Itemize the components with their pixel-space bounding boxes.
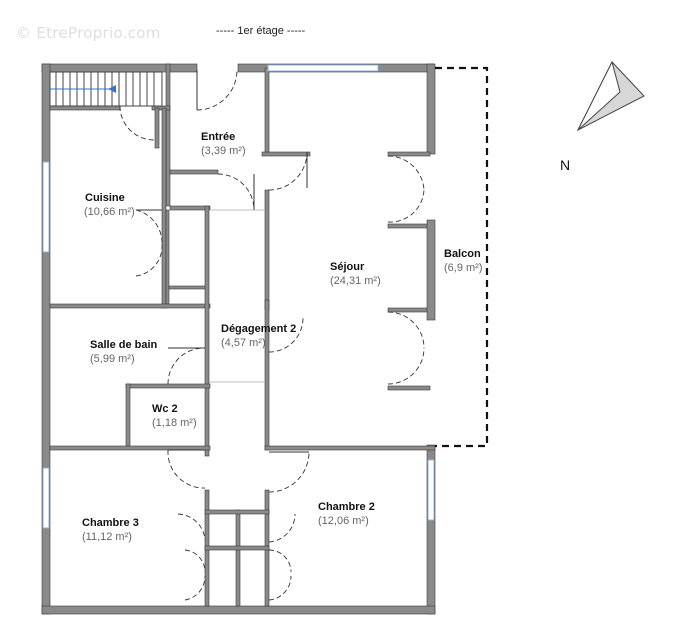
wall	[165, 209, 170, 307]
room-area: (3,39 m²)	[201, 145, 246, 157]
door-swing	[387, 189, 425, 223]
room-area: (10,66 m²)	[84, 206, 135, 218]
room-name: Chambre 3	[82, 517, 139, 529]
door-swing	[167, 449, 206, 489]
room-area: (24,31 m²)	[330, 275, 381, 287]
door-swing	[268, 513, 296, 543]
door-swing	[268, 575, 292, 601]
room-label-balcon: Balcon (6,9 m²)	[444, 247, 483, 275]
door-swing	[184, 575, 206, 601]
room-area: (1,18 m²)	[152, 417, 197, 429]
wall	[161, 107, 167, 309]
window	[42, 161, 50, 253]
wall	[41, 63, 51, 615]
wall	[41, 63, 198, 73]
wall	[49, 105, 121, 111]
wall	[387, 385, 431, 391]
room-name: Entrée	[201, 131, 236, 143]
north-label: N	[560, 157, 571, 173]
door-swing	[135, 243, 163, 277]
room-name: Chambre 2	[318, 501, 375, 513]
room-label-wc: Wc 2 (1,18 m²)	[152, 402, 197, 430]
room-label-chambre-3: Chambre 3 (11,12 m²)	[82, 516, 139, 544]
wall	[125, 383, 131, 447]
wall	[261, 151, 311, 157]
wall	[426, 63, 436, 155]
wall	[41, 605, 436, 615]
room-label-cuisine: Cuisine (10,66 m²)	[84, 191, 135, 219]
door-swing	[177, 513, 206, 541]
room-label-degagement: Dégagement 2 (4,57 m²)	[221, 322, 296, 350]
wall	[387, 151, 431, 157]
door-swing	[387, 347, 425, 385]
room-name: Séjour	[330, 261, 365, 273]
wall	[125, 383, 211, 389]
room-name: Wc 2	[152, 403, 178, 415]
room-name: Dégagement 2	[221, 323, 297, 335]
wall	[204, 545, 270, 551]
door-swing	[184, 549, 206, 573]
door-swing	[387, 155, 425, 191]
wall	[165, 63, 171, 207]
room-area: (5,99 m²)	[90, 353, 135, 365]
window	[267, 64, 379, 72]
wall	[204, 205, 210, 457]
door-swing	[268, 549, 292, 573]
room-name: Cuisine	[85, 192, 125, 204]
wall	[264, 189, 270, 311]
room-label-entree: Entrée (3,39 m²)	[201, 130, 246, 158]
door-swing	[196, 69, 238, 111]
wall	[264, 67, 270, 153]
wall	[169, 169, 219, 175]
window	[42, 467, 50, 529]
door-swing	[135, 209, 163, 245]
wall	[49, 445, 211, 451]
wall	[387, 307, 431, 313]
wall	[154, 107, 160, 149]
watermark: © EtreProprio.com	[16, 24, 161, 42]
room-name: Balcon	[444, 248, 481, 260]
wall	[235, 509, 241, 607]
wall	[169, 205, 211, 211]
wall	[204, 509, 270, 515]
door-swing	[268, 151, 308, 191]
door-swing	[387, 311, 425, 349]
balcony-outline	[435, 66, 489, 448]
wall	[168, 285, 208, 290]
compass-icon	[576, 60, 645, 132]
door-swing	[268, 317, 304, 353]
room-area: (4,57 m²)	[221, 337, 266, 349]
floor-title: ----- 1er étage -----	[216, 25, 306, 37]
room-area: (6,9 m²)	[444, 262, 483, 274]
wall	[264, 445, 436, 451]
stairs	[49, 71, 163, 107]
room-label-salle-de-bain: Salle de bain (5,99 m²)	[90, 338, 157, 366]
window	[427, 459, 435, 521]
wall	[151, 105, 171, 111]
door-swing	[268, 451, 310, 493]
stairs-arrow-icon	[108, 85, 116, 93]
room-area: (11,12 m²)	[82, 531, 132, 543]
room-label-sejour: Séjour (24,31 m²)	[330, 260, 381, 288]
door-swing	[167, 347, 206, 385]
door-swing	[217, 173, 255, 211]
wall	[49, 303, 211, 309]
door-swing	[119, 105, 155, 141]
wall	[426, 219, 436, 321]
wall	[387, 223, 431, 229]
room-name: Salle de bain	[90, 339, 158, 351]
room-label-chambre-2: Chambre 2 (12,06 m²)	[318, 500, 375, 528]
room-area: (12,06 m²)	[318, 515, 369, 527]
